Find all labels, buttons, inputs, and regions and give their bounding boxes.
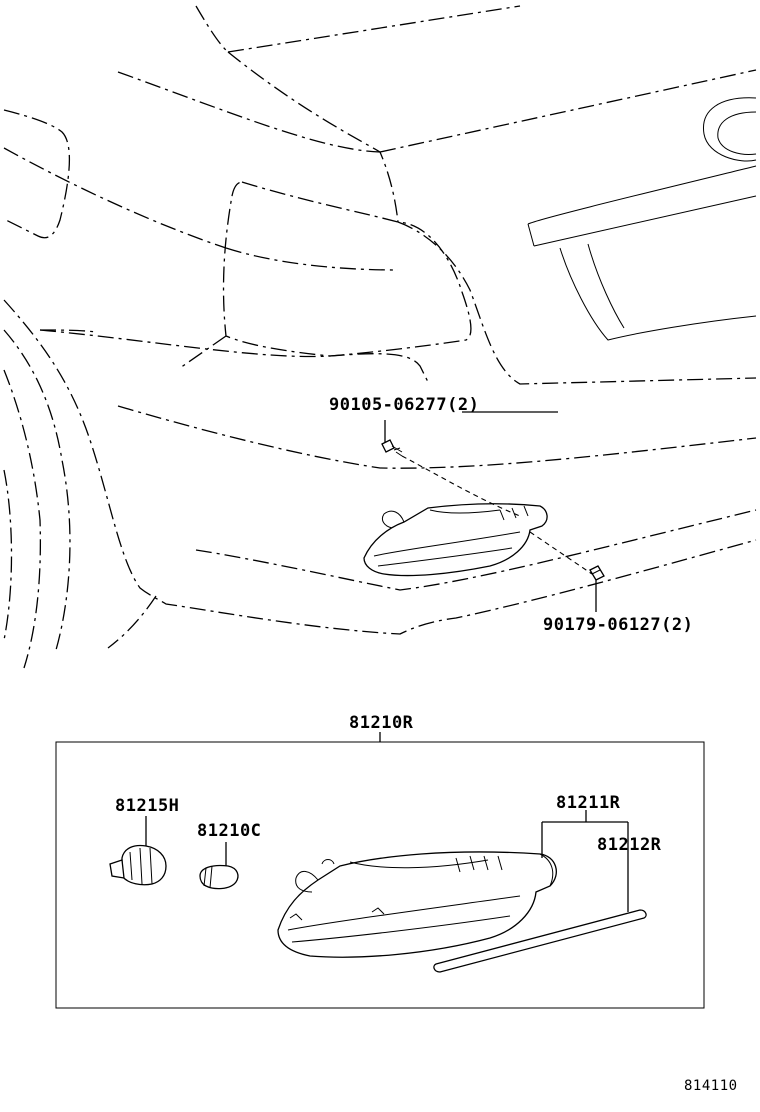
illustration-reference: 814110 [684, 1078, 738, 1094]
lens-part-label: 81211R [556, 793, 621, 813]
clip-alignment-line [529, 531, 593, 575]
assembly-frame [55, 741, 705, 1009]
screw-part-label: 90105-06277(2) [329, 395, 479, 415]
lens-leader [541, 810, 629, 912]
assembly-part-label: 81210R [349, 713, 414, 733]
bulb-part-label: 81210C [197, 821, 261, 841]
socket-part-label: 81215H [115, 796, 179, 816]
bulb-icon [199, 864, 239, 890]
clip-nut-icon [589, 565, 605, 581]
screw-icon [381, 439, 403, 457]
gasket-icon [433, 909, 647, 973]
installed-reflector [363, 503, 548, 577]
vehicle-outline [3, 5, 757, 669]
clip-part-label: 90179-06127(2) [543, 615, 693, 635]
screw-alignment-line [401, 455, 521, 517]
reflector-lens-icon [277, 851, 557, 958]
gasket-part-label: 81212R [597, 835, 662, 855]
bulb-socket-icon [109, 844, 167, 886]
